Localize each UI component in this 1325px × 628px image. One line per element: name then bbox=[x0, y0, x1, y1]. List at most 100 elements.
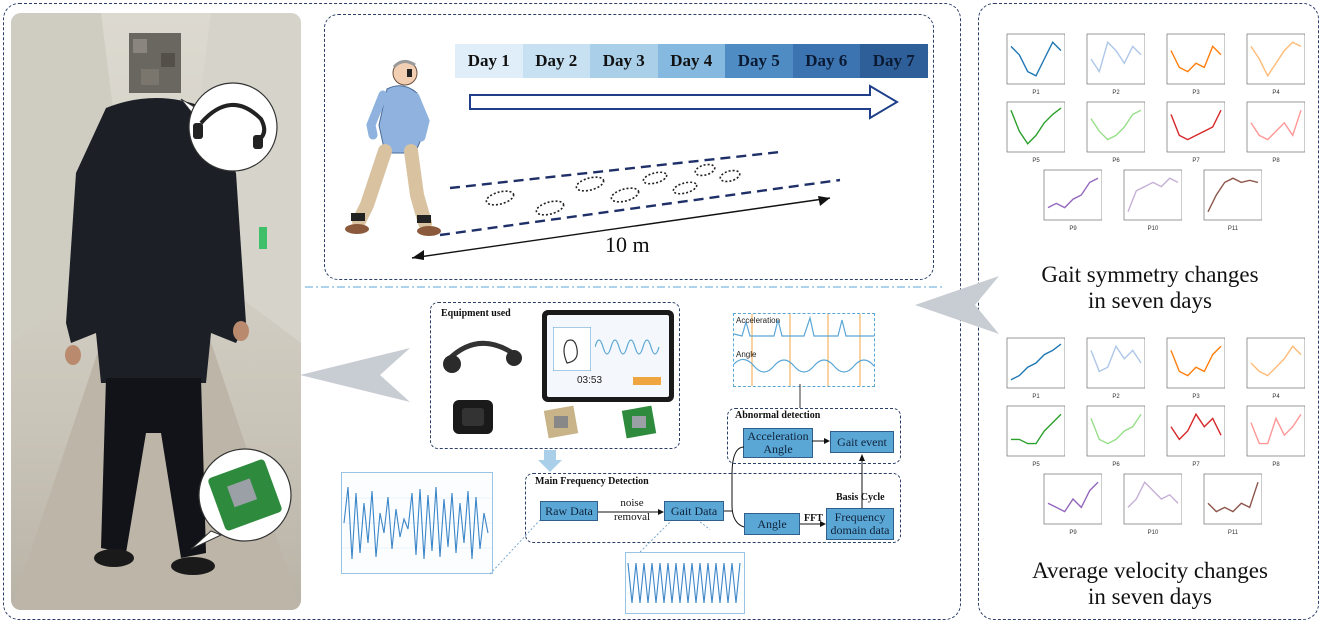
velocity-chart-frame bbox=[1006, 405, 1065, 457]
frequency-domain-box: Frequency domain data bbox=[826, 508, 894, 540]
symmetry-chart-p1: P1 bbox=[1006, 33, 1065, 94]
symmetry-participant-label: P11 bbox=[1228, 226, 1239, 230]
angle-box: Angle bbox=[744, 513, 800, 535]
velocity-series-line bbox=[1090, 344, 1142, 373]
velocity-series-line bbox=[1250, 413, 1302, 445]
symmetry-series-line bbox=[1170, 109, 1222, 141]
gait-leader-line bbox=[640, 521, 710, 553]
symmetry-participant-label: P5 bbox=[1032, 158, 1040, 162]
velocity-participant-label: P9 bbox=[1069, 530, 1077, 534]
distance-label: 10 m bbox=[605, 232, 650, 257]
tablet-wave bbox=[595, 339, 660, 355]
day-box-6: Day 6 bbox=[792, 44, 860, 78]
sensor-board-icon bbox=[543, 405, 579, 439]
velocity-chart-p11: P11 bbox=[1203, 473, 1262, 534]
raw-data-box: Raw Data bbox=[540, 501, 598, 521]
symmetry-chart-frame bbox=[1043, 169, 1102, 221]
symmetry-participant-label: P7 bbox=[1192, 158, 1200, 162]
results-arrow bbox=[915, 276, 999, 334]
gait-data-box: Gait Data bbox=[664, 501, 724, 521]
headphone-callout bbox=[180, 82, 278, 172]
symmetry-participant-label: P3 bbox=[1192, 90, 1200, 94]
acceleration-label: Acceleration bbox=[736, 316, 781, 325]
equipment-down-arrow bbox=[538, 450, 562, 472]
symmetry-caption: Gait symmetry changes in seven days bbox=[985, 262, 1315, 314]
velocity-participant-label: P3 bbox=[1192, 394, 1200, 398]
velocity-chart-p8: P8 bbox=[1246, 405, 1305, 466]
velocity-caption-line-2: in seven days bbox=[1088, 584, 1212, 609]
velocity-chart-p1: P1 bbox=[1006, 337, 1065, 398]
raw-signal-plot bbox=[341, 472, 493, 574]
symmetry-chart-p9: P9 bbox=[1043, 169, 1102, 230]
symmetry-chart-p8: P8 bbox=[1246, 101, 1305, 162]
symmetry-participant-label: P8 bbox=[1272, 158, 1280, 162]
symmetry-participant-label: P10 bbox=[1148, 226, 1159, 230]
symmetry-chart-p6: P6 bbox=[1086, 101, 1145, 162]
velocity-series-line bbox=[1250, 345, 1302, 377]
signal-waveform: Acceleration Angle bbox=[733, 313, 875, 387]
velocity-chart-frame bbox=[1246, 405, 1305, 457]
velocity-chart-frame bbox=[1246, 337, 1305, 389]
frequency-detection-box bbox=[525, 473, 901, 543]
abnormal-detection-box bbox=[727, 408, 901, 464]
symmetry-chart-frame bbox=[1006, 101, 1065, 153]
symmetry-chart-frame bbox=[1123, 169, 1182, 221]
symmetry-series-line bbox=[1207, 177, 1259, 213]
velocity-chart-p4: P4 bbox=[1246, 337, 1305, 398]
gait-event-box: Gait event bbox=[830, 431, 894, 453]
symmetry-chart-p7: P7 bbox=[1166, 101, 1225, 162]
flow-brace bbox=[724, 446, 745, 528]
velocity-series-line bbox=[1010, 343, 1062, 381]
raw-leader-line bbox=[490, 520, 541, 575]
symmetry-chart-p10: P10 bbox=[1123, 169, 1182, 230]
tablet-screen: 03:53 bbox=[542, 310, 674, 402]
velocity-series-line bbox=[1047, 481, 1099, 513]
acceleration-angle-box: Acceleration Angle bbox=[743, 428, 813, 458]
velocity-participant-label: P5 bbox=[1032, 462, 1040, 466]
foot-icon bbox=[553, 327, 591, 371]
velocity-participant-label: P8 bbox=[1272, 462, 1280, 466]
symmetry-series-line bbox=[1010, 107, 1062, 145]
velocity-caption: Average velocity changes in seven days bbox=[985, 558, 1315, 610]
symmetry-chart-p3: P3 bbox=[1166, 33, 1225, 94]
velocity-chart-p7: P7 bbox=[1166, 405, 1225, 466]
walkway bbox=[411, 150, 841, 260]
velocity-chart-p2: P2 bbox=[1086, 337, 1145, 398]
section-divider bbox=[305, 286, 945, 288]
velocity-chart-p9: P9 bbox=[1043, 473, 1102, 534]
elderly-walker-figure bbox=[345, 60, 441, 236]
symmetry-series-line bbox=[1127, 177, 1179, 213]
up-arrow-gait-event bbox=[859, 454, 865, 508]
symmetry-participant-label: P2 bbox=[1112, 90, 1120, 94]
arrow-to-gait-event bbox=[812, 438, 830, 444]
day-box-3: Day 3 bbox=[590, 44, 658, 78]
symmetry-chart-p5: P5 bbox=[1006, 101, 1065, 162]
velocity-chart-frame bbox=[1006, 337, 1065, 389]
velocity-participant-label: P11 bbox=[1228, 530, 1239, 534]
velocity-participant-label: P6 bbox=[1112, 462, 1120, 466]
sensor-callout bbox=[191, 448, 292, 550]
velocity-series-line bbox=[1207, 481, 1259, 513]
basis-cycle-label: Basis Cycle bbox=[836, 492, 885, 503]
symmetry-chart-frame bbox=[1086, 33, 1145, 85]
velocity-participant-label: P10 bbox=[1148, 530, 1159, 534]
angle-signal-label: Angle bbox=[736, 350, 757, 359]
velocity-chart-frame bbox=[1123, 473, 1182, 525]
ankle-band-icon bbox=[453, 400, 493, 434]
day-box-7: Day 7 bbox=[860, 44, 928, 78]
circuit-board-icon bbox=[621, 405, 657, 439]
participant-illustration bbox=[11, 13, 301, 610]
waveform-connector bbox=[799, 384, 801, 408]
velocity-chart-p6: P6 bbox=[1086, 405, 1145, 466]
velocity-series-line bbox=[1170, 412, 1222, 441]
day-box-5: Day 5 bbox=[725, 44, 793, 78]
equipment-title: Equipment used bbox=[441, 308, 511, 319]
velocity-series-line bbox=[1127, 481, 1179, 508]
equipment-box bbox=[430, 302, 680, 449]
velocity-series-line bbox=[1011, 413, 1062, 445]
symmetry-chart-p11: P11 bbox=[1203, 169, 1262, 230]
fft-label: FFT bbox=[804, 513, 823, 524]
velocity-series-line bbox=[1170, 345, 1222, 377]
velocity-series-line bbox=[1090, 413, 1142, 445]
process-arrow bbox=[300, 348, 410, 402]
